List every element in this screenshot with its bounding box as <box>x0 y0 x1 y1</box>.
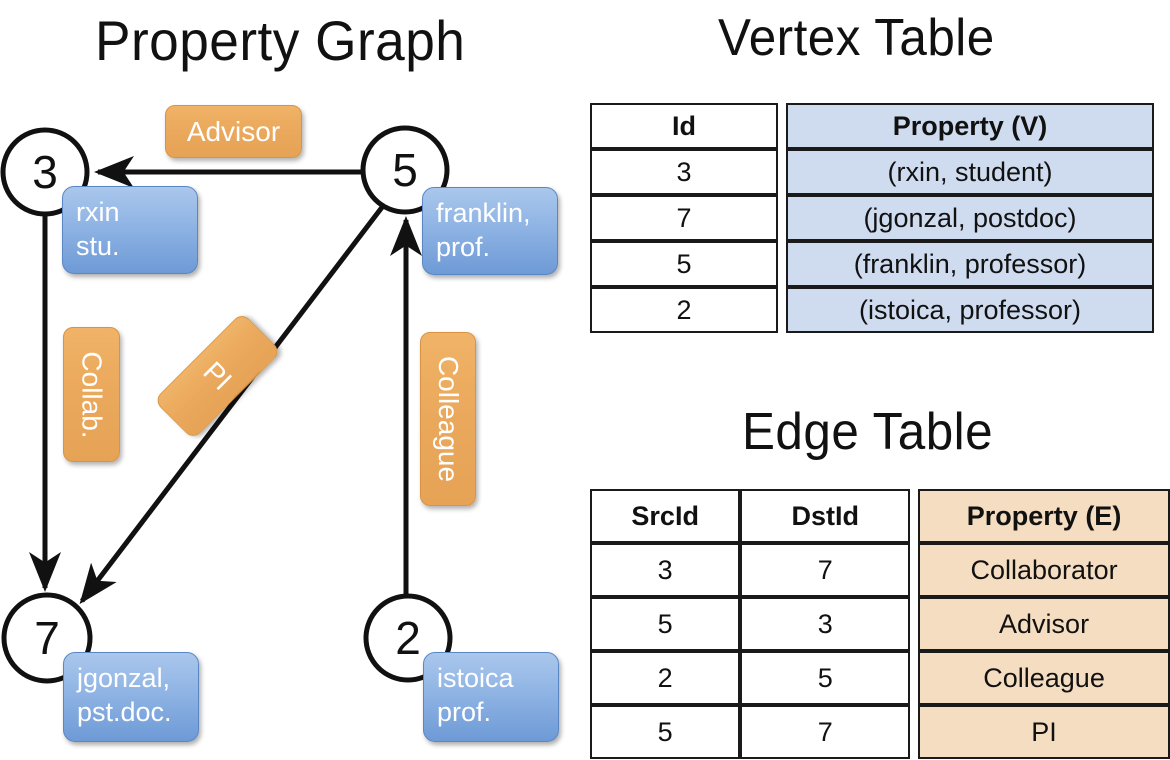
edge-table-column-gap <box>910 597 918 651</box>
edge-label-colleague: Colleague <box>420 332 476 506</box>
edge-table-header-dstid: DstId <box>740 489 911 543</box>
edge-table-header-row: SrcId DstId Property (E) <box>590 489 1170 543</box>
vertex-row-3-id: 2 <box>590 287 778 333</box>
edge-5-to-7 <box>79 200 388 605</box>
vertex-row-1-id: 7 <box>590 195 778 241</box>
table-row[interactable]: 3 (rxin, student) <box>590 149 1154 195</box>
table-row[interactable]: 7 (jgonzal, postdoc) <box>590 195 1154 241</box>
edge-table-header-property: Property (E) <box>918 489 1170 543</box>
edge-table-column-gap <box>910 705 918 759</box>
vertex-property-box-5: franklin, prof. <box>422 187 558 275</box>
edge-row-1-src: 5 <box>590 597 741 651</box>
vertex-property-box-2: istoica prof. <box>423 652 559 742</box>
edge-label-advisor: Advisor <box>165 105 302 158</box>
edge-label-colleague-text: Colleague <box>433 355 465 483</box>
edge-row-0-property: Collaborator <box>918 543 1170 597</box>
page-title-vertex-table: Vertex Table <box>718 9 995 67</box>
table-row[interactable]: 5 7 PI <box>590 705 1170 759</box>
edge-table: SrcId DstId Property (E) 3 7 Collaborato… <box>590 489 1170 759</box>
vertex-row-3-property: (istoica, professor) <box>786 287 1154 333</box>
vertex-row-0-id: 3 <box>590 149 778 195</box>
page-title-property-graph: Property Graph <box>95 9 466 72</box>
vertex-table-column-gap <box>778 149 786 195</box>
vertex-row-2-property: (franklin, professor) <box>786 241 1154 287</box>
vertex-row-2-id: 5 <box>590 241 778 287</box>
edge-row-2-property: Colleague <box>918 651 1170 705</box>
vertex-property-box-3: rxin stu. <box>62 186 198 274</box>
edge-row-3-property: PI <box>918 705 1170 759</box>
edge-table-header-srcid: SrcId <box>590 489 741 543</box>
edge-label-collab: Collab. <box>63 327 120 462</box>
table-row[interactable]: 2 5 Colleague <box>590 651 1170 705</box>
vertex-table-header-id: Id <box>590 103 778 149</box>
vertex-table: Id Property (V) 3 (rxin, student) 7 (jgo… <box>590 103 1154 333</box>
vertex-table-column-gap <box>778 241 786 287</box>
vertex-property-box-7: jgonzal, pst.doc. <box>63 652 199 742</box>
edge-row-1-dst: 3 <box>740 597 911 651</box>
vertex-table-header-row: Id Property (V) <box>590 103 1154 149</box>
edge-row-0-dst: 7 <box>740 543 911 597</box>
edge-table-column-gap <box>910 651 918 705</box>
vertex-table-column-gap <box>778 195 786 241</box>
edge-table-column-gap <box>910 489 918 543</box>
edge-row-1-property: Advisor <box>918 597 1170 651</box>
edge-label-collab-text: Collab. <box>76 350 108 439</box>
edge-label-pi-text: PI <box>197 355 239 396</box>
table-row[interactable]: 3 7 Collaborator <box>590 543 1170 597</box>
edge-row-0-src: 3 <box>590 543 741 597</box>
vertex-table-column-gap <box>778 287 786 333</box>
vertex-row-1-property: (jgonzal, postdoc) <box>786 195 1154 241</box>
vertex-row-0-property: (rxin, student) <box>786 149 1154 195</box>
edge-table-column-gap <box>910 543 918 597</box>
table-row[interactable]: 5 3 Advisor <box>590 597 1170 651</box>
vertex-table-column-gap <box>778 103 786 149</box>
edge-label-advisor-text: Advisor <box>186 115 281 147</box>
vertex-table-header-property: Property (V) <box>786 103 1154 149</box>
edge-row-3-src: 5 <box>590 705 741 759</box>
edge-row-2-src: 2 <box>590 651 741 705</box>
page-title-edge-table: Edge Table <box>742 403 994 461</box>
edge-row-2-dst: 5 <box>740 651 911 705</box>
edge-row-3-dst: 7 <box>740 705 911 759</box>
table-row[interactable]: 2 (istoica, professor) <box>590 287 1154 333</box>
table-row[interactable]: 5 (franklin, professor) <box>590 241 1154 287</box>
